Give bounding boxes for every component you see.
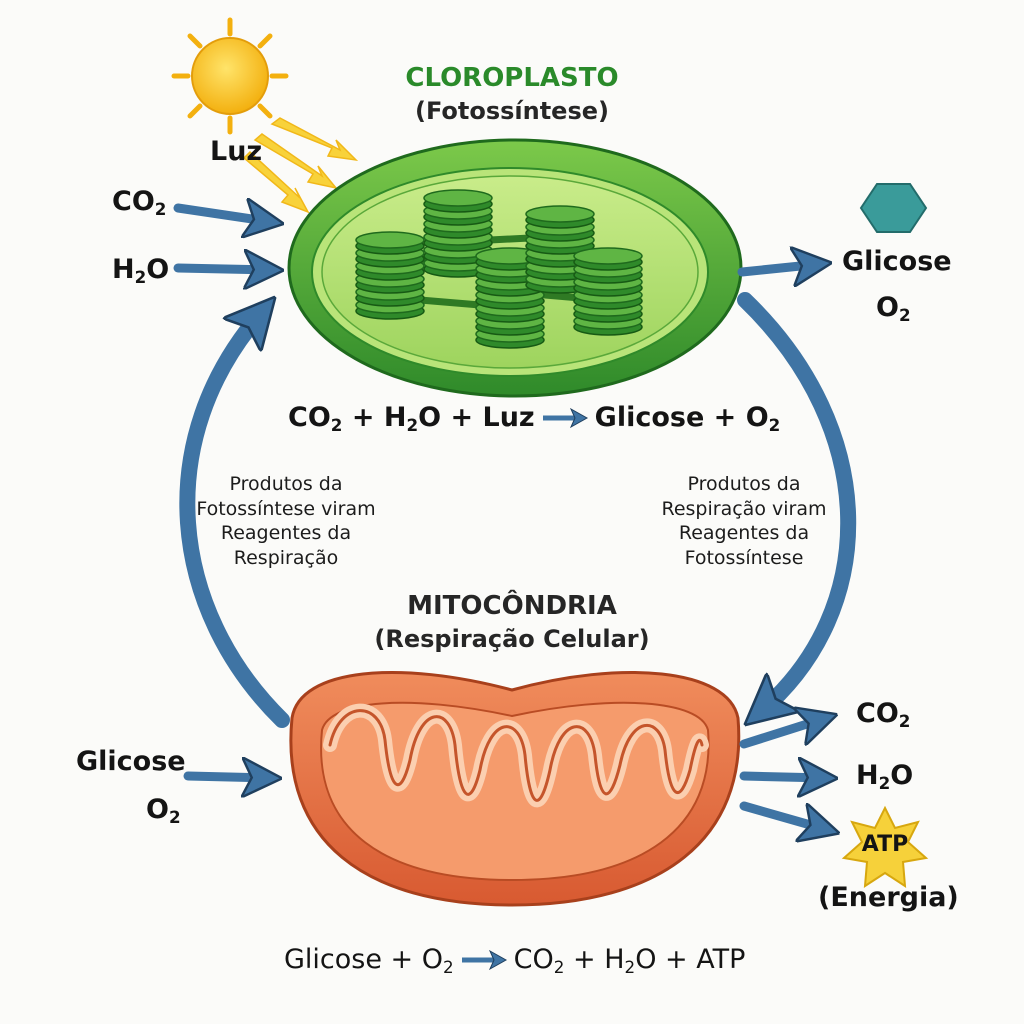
light-rays: [242, 117, 359, 214]
right-note-line-1: Produtos da: [687, 473, 801, 495]
light-label: Luz: [210, 136, 263, 167]
arrow-glucose-out: [737, 264, 820, 272]
reaction-arrow-icon: [542, 407, 588, 428]
thylakoid-disc-top: [525, 205, 595, 223]
respiration-equation-lhs: Glicose + O2: [284, 944, 454, 978]
eq1-lhs-s1: 2: [330, 415, 343, 436]
o2-output-text: O: [876, 292, 899, 323]
eq2-rhs-s1: 2: [553, 957, 565, 978]
right-note-line-4: Fotossíntese: [684, 547, 804, 570]
thylakoid-disc-top: [355, 231, 425, 249]
h2o-output-text-b: O: [890, 760, 914, 791]
cycle-arrow-left: [179, 312, 290, 728]
o2-input-text: O: [146, 794, 169, 825]
left-note-line-3: Reagentes da: [220, 522, 352, 545]
h2o-input-text-b: O: [146, 254, 170, 285]
granum-stack: [573, 247, 643, 336]
eq1-lhs-t2: + H: [342, 402, 407, 433]
respiration-equation-rhs: CO2 + H2O + ATP: [513, 944, 746, 978]
flow-arrows: [173, 208, 828, 830]
chloroplast-subtitle: (Fotossíntese): [414, 97, 609, 125]
eq2-rhs-s2: 2: [624, 957, 636, 978]
right-cycle-note: Produtos da Respiração viram Reagentes d…: [640, 472, 848, 571]
eq1-lhs-s2: 2: [406, 415, 419, 436]
arrow-glucose-in: [183, 776, 270, 778]
granum-stack: [423, 189, 493, 278]
co2-output-label: CO2: [856, 698, 911, 732]
granum-stack: [355, 231, 425, 320]
left-note-line-1: Produtos da: [229, 473, 343, 495]
arrow-h2o-in: [173, 268, 272, 270]
right-note-line-3: Reagentes da: [678, 522, 810, 545]
photosynthesis-equation-lhs: CO2 + H2O + Luz: [288, 402, 535, 436]
left-cycle-note: Produtos da Fotossíntese viram Reagentes…: [182, 472, 390, 571]
mitochondrion: [289, 671, 741, 907]
arrow-atp-out: [739, 801, 828, 830]
chloroplast: [287, 138, 743, 398]
h2o-output-sub: 2: [878, 773, 891, 794]
star-icon: [841, 805, 929, 888]
o2-input-label: O2: [146, 794, 181, 828]
cycle-arrow-right: [737, 292, 857, 712]
eq1-lhs-t1: CO: [288, 402, 331, 433]
eq2-lhs-s1: 2: [443, 957, 454, 978]
sun-icon: [171, 17, 289, 135]
glucose-input-label: Glicose: [76, 746, 186, 777]
energy-label: (Energia): [818, 882, 959, 913]
h2o-output-label: H2O: [856, 760, 914, 794]
eq2-lhs-t1: Glicose + O: [284, 944, 444, 975]
arrow-co2-in: [173, 208, 272, 222]
eq1-rhs-t1: Glicose + O: [594, 402, 769, 433]
eq1-lhs-t3: O + Luz: [418, 402, 535, 433]
grana-stacks: [355, 189, 643, 349]
o2-input-sub: 2: [168, 807, 181, 828]
glucose-output-label: Glicose: [842, 246, 952, 277]
arrow-co2-out: [739, 718, 826, 749]
arrow-h2o-out: [739, 776, 826, 778]
thylakoid-disc-top: [573, 247, 643, 265]
eq2-rhs-t3: O + ATP: [635, 944, 746, 975]
h2o-input-sub: 2: [134, 267, 147, 288]
thylakoid-disc-top: [423, 189, 493, 207]
photosynthesis-equation: CO2 + H2O + Luz Glicose + O2: [288, 402, 781, 436]
chloroplast-title: CLOROPLASTO: [405, 63, 619, 93]
o2-output-sub: 2: [898, 305, 911, 326]
co2-input-text: CO: [112, 186, 155, 217]
left-note-line-4: Respiração: [233, 547, 339, 570]
eq2-rhs-t2: + H: [564, 944, 625, 975]
h2o-output-text-a: H: [856, 760, 879, 791]
left-note-line-2: Fotossíntese viram: [196, 497, 376, 520]
mitochondrion-title: MITOCÔNDRIA: [407, 591, 617, 621]
co2-input-sub: 2: [154, 199, 167, 220]
right-note-line-2: Respiração viram: [661, 497, 827, 520]
co2-input-label: CO2: [112, 186, 167, 220]
atp-label: ATP: [861, 832, 909, 857]
eq1-rhs-s1: 2: [768, 415, 781, 436]
co2-output-text: CO: [856, 698, 899, 729]
photosynthesis-equation-rhs: Glicose + O2: [594, 402, 781, 436]
mitochondrion-subtitle: (Respiração Celular): [374, 625, 650, 653]
o2-output-label: O2: [876, 292, 911, 326]
respiration-equation: Glicose + O2 CO2 + H2O + ATP: [284, 944, 746, 978]
eq2-rhs-t1: CO: [513, 944, 554, 975]
hexagon-icon: [859, 183, 928, 233]
h2o-input-label: H2O: [112, 254, 170, 288]
h2o-input-text-a: H: [112, 254, 135, 285]
co2-output-sub: 2: [898, 711, 911, 732]
reaction-arrow-icon: [461, 949, 507, 970]
